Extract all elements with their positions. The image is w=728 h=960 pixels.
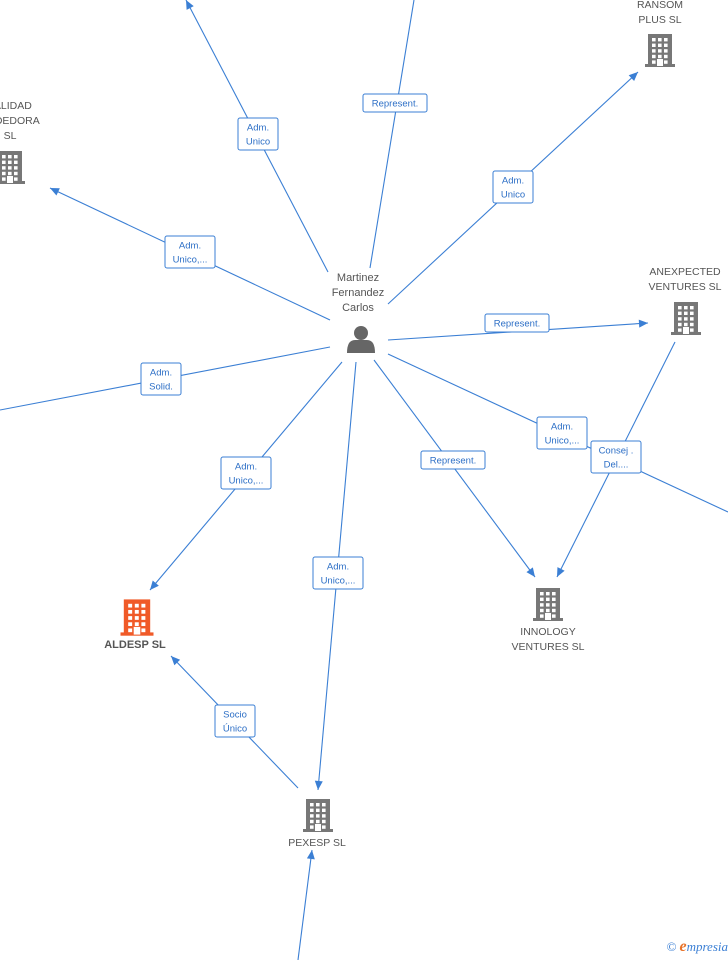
edge-label-text: Represent.: [430, 456, 476, 467]
company-name: VENTURES SL: [512, 641, 585, 653]
edge-label-text: Unico: [246, 137, 270, 148]
edge-label[interactable]: Adm. Unico,...: [536, 416, 588, 450]
edge-label-text: Adm.: [235, 462, 257, 473]
arrowhead-icon: [306, 850, 315, 860]
edge-line: [297, 849, 313, 960]
edge-label-text: Unico: [501, 190, 525, 201]
company-name: PLUS SL: [638, 14, 681, 26]
company-name: TALIDAD: [0, 100, 32, 112]
edge-label-text: Represent.: [494, 319, 540, 330]
edge-label-text: Adm.: [551, 422, 573, 433]
edge-label-text: Unico,...: [229, 476, 264, 487]
arrowhead-icon: [638, 319, 648, 328]
edge-label-box: [220, 456, 272, 490]
edge-label-text: Unico,...: [321, 576, 356, 587]
arrowhead-icon: [50, 188, 60, 196]
arrowhead-icon: [628, 72, 638, 82]
edge-label[interactable]: Consej . Del....: [590, 440, 642, 474]
edge-label[interactable]: Represent.: [362, 93, 428, 113]
building-icon: [533, 588, 563, 621]
edge-label-text: Consej .: [599, 446, 634, 457]
arrowhead-icon: [186, 0, 194, 10]
edge-label-text: Único: [223, 724, 247, 735]
company-node-innology[interactable]: INNOLOGY VENTURES SL: [512, 588, 585, 653]
building-icon: [0, 151, 25, 184]
arrowhead-icon: [557, 567, 565, 577]
arrowhead-icon: [314, 780, 323, 790]
edge-label-text: Adm.: [327, 562, 349, 573]
edge-label[interactable]: Represent.: [484, 313, 550, 333]
brand-initial: e: [679, 938, 687, 955]
building-icon: [671, 302, 701, 335]
edge-label[interactable]: Adm. Unico: [492, 170, 534, 204]
edge-label-box: [484, 313, 550, 333]
company-name: RANSOM: [637, 0, 683, 11]
building-icon: [303, 799, 333, 832]
edge-label[interactable]: Adm. Unico,...: [220, 456, 272, 490]
brand-name: mpresia: [686, 939, 728, 954]
edge-label-box: [590, 440, 642, 474]
edge-label-text: Unico,...: [545, 436, 580, 447]
arrowhead-icon: [171, 656, 181, 666]
edge-label-box: [362, 93, 428, 113]
edge-line: [369, 0, 415, 269]
company-node-pexesp[interactable]: PEXESP SL: [288, 799, 346, 849]
empresia-watermark: ©empresia: [667, 938, 728, 956]
edge-top: [369, 0, 415, 269]
company-name: ALDESP SL: [104, 639, 166, 651]
edge-label-box: [237, 117, 279, 151]
edge-label-box: [312, 556, 364, 590]
company-name: ENDEDORA: [0, 115, 40, 127]
person-name: Carlos: [342, 302, 374, 314]
edge-label-box: [164, 235, 216, 269]
edge-label-text: Del....: [604, 460, 629, 471]
edge-label-text: Socio: [223, 710, 247, 721]
building-icon: [120, 599, 154, 636]
company-node-talidad[interactable]: TALIDAD ENDEDORA SL: [0, 100, 40, 184]
edge-label-box: [536, 416, 588, 450]
edge-label-box: [140, 362, 182, 396]
edge-label-text: Adm.: [150, 368, 172, 379]
edge-label-text: Adm.: [502, 176, 524, 187]
edge-label[interactable]: Represent.: [420, 450, 486, 470]
company-name: VENTURES SL: [649, 281, 722, 293]
edge-label-box: [492, 170, 534, 204]
edge-bottom: [297, 849, 315, 960]
company-name: SL: [4, 130, 17, 142]
edge-label-text: Adm.: [247, 123, 269, 134]
person-name: Fernandez: [332, 287, 385, 299]
edge-label[interactable]: Adm. Unico: [237, 117, 279, 151]
company-name: INNOLOGY: [520, 626, 575, 638]
edge-label[interactable]: Adm. Solid.: [140, 362, 182, 396]
company-node-ransom[interactable]: RANSOM PLUS SL: [637, 0, 683, 67]
company-name: ANEXPECTED: [649, 266, 721, 278]
arrowhead-icon: [150, 580, 159, 590]
edge-label-box: [214, 704, 256, 738]
company-node-aldesp[interactable]: ALDESP SL: [104, 599, 166, 651]
person-name: Martinez: [337, 272, 379, 284]
building-icon: [645, 34, 675, 67]
edge-label-text: Unico,...: [173, 255, 208, 266]
edge-label-text: Represent.: [372, 99, 418, 110]
edge-label-text: Solid.: [149, 382, 173, 393]
edge-label-text: Adm.: [179, 241, 201, 252]
person-icon: [347, 326, 375, 353]
edge-label[interactable]: Adm. Unico,...: [312, 556, 364, 590]
company-name: PEXESP SL: [288, 837, 346, 849]
company-node-anexpected[interactable]: ANEXPECTED VENTURES SL: [649, 266, 722, 335]
copyright-symbol: ©: [666, 939, 677, 954]
edge-label-box: [420, 450, 486, 470]
arrowhead-icon: [526, 567, 535, 577]
edge-label[interactable]: Adm. Unico,...: [164, 235, 216, 269]
